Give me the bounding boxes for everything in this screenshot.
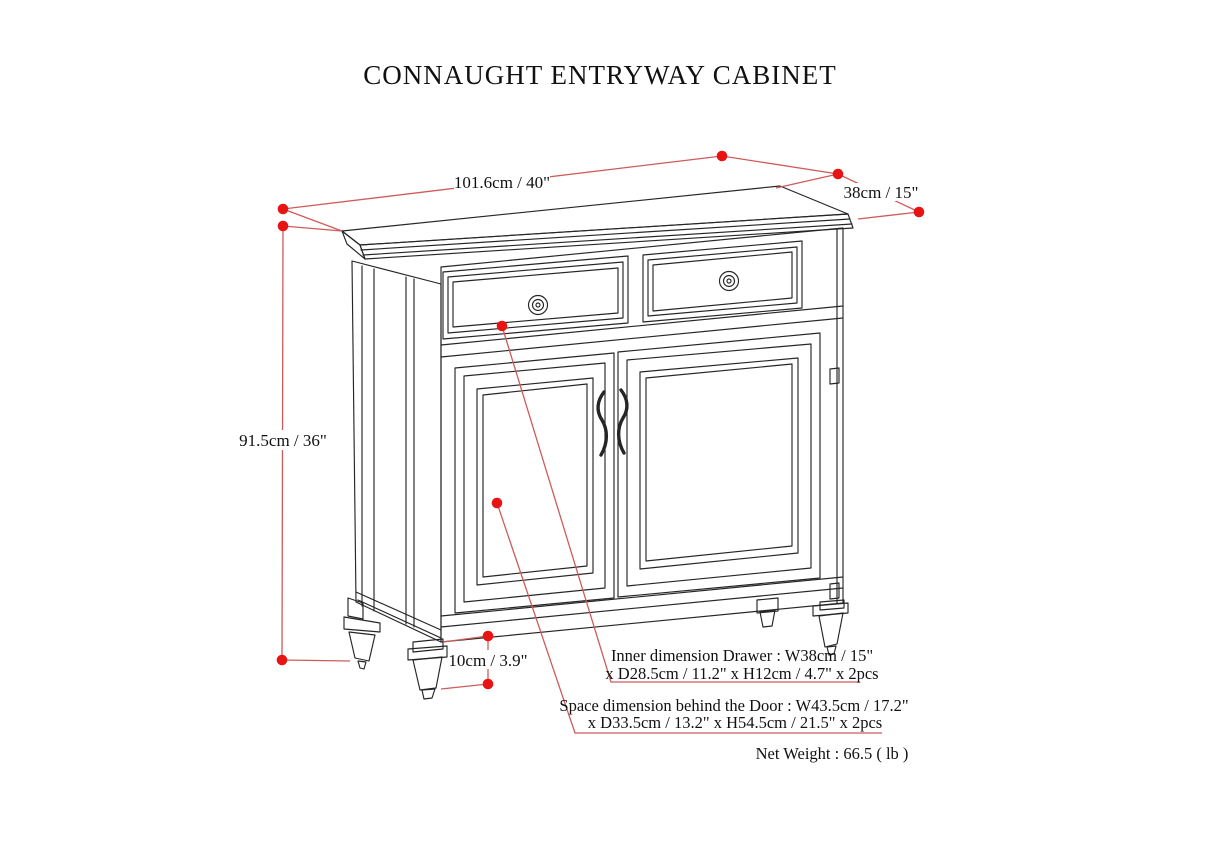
dot-width-left <box>277 203 289 215</box>
leg-dimension-label: 10cm / 3.9" <box>448 651 527 670</box>
door-annotation-line1: Space dimension behind the Door : W43.5c… <box>559 696 908 715</box>
dot-depth-front <box>913 206 925 218</box>
label-backings <box>242 171 920 669</box>
dot-door <box>491 497 503 509</box>
leg-back-right <box>756 597 779 628</box>
drawer-right-knob <box>718 270 740 292</box>
door-annotation-line2: x D33.5cm / 13.2" x H54.5cm / 21.5" x 2p… <box>588 713 882 732</box>
leg-leader-top <box>442 635 489 643</box>
page-title: CONNAUGHT ENTRYWAY CABINET <box>363 60 837 90</box>
cabinet-front-carcass <box>440 227 844 643</box>
labels: CONNAUGHT ENTRYWAY CABINET 101.6cm / 40"… <box>239 60 918 763</box>
cabinet-left-side-panel <box>351 260 442 643</box>
door-annotation-leader <box>496 502 882 734</box>
drawer-left-knob <box>527 294 549 316</box>
door-right <box>617 332 821 598</box>
drawer-annotation-leader <box>501 325 860 683</box>
dot-height-top <box>277 220 289 232</box>
leg-front-right <box>812 599 849 656</box>
leg-back-left <box>343 597 381 670</box>
door-left <box>454 352 615 614</box>
net-weight-label: Net Weight : 66.5 ( lb ) <box>756 744 909 763</box>
dot-depth-back <box>832 168 844 180</box>
height-leader-bottom <box>281 659 351 662</box>
door-hinges <box>829 367 840 600</box>
cabinet-top-slab <box>341 185 854 260</box>
dot-width-right <box>716 150 728 162</box>
drawer-annotation-line2: x D28.5cm / 11.2" x H12cm / 4.7" x 2pcs <box>605 664 878 683</box>
leg-front-left <box>407 638 448 700</box>
height-dimension-label: 91.5cm / 36" <box>239 431 327 450</box>
leg-leader-bottom <box>440 683 489 690</box>
drawer-right <box>642 240 803 323</box>
dot-height-bottom <box>276 654 288 666</box>
depth-leader-front <box>857 211 920 220</box>
width-leader-upper <box>282 208 343 232</box>
drawer-left <box>442 255 629 340</box>
width-dimension-label: 101.6cm / 40" <box>454 173 550 192</box>
depth-leader-back <box>775 173 839 189</box>
depth-dimension-label: 38cm / 15" <box>844 183 919 202</box>
width-leader-lower <box>282 225 343 232</box>
drawer-annotation-line1: Inner dimension Drawer : W38cm / 15" <box>611 646 873 665</box>
dot-drawer <box>496 320 508 332</box>
dot-leg-top <box>482 630 494 642</box>
dimension-dots <box>276 150 925 690</box>
cabinet-drawing <box>341 185 854 700</box>
dot-leg-bottom <box>482 678 494 690</box>
door-handles <box>596 388 629 457</box>
